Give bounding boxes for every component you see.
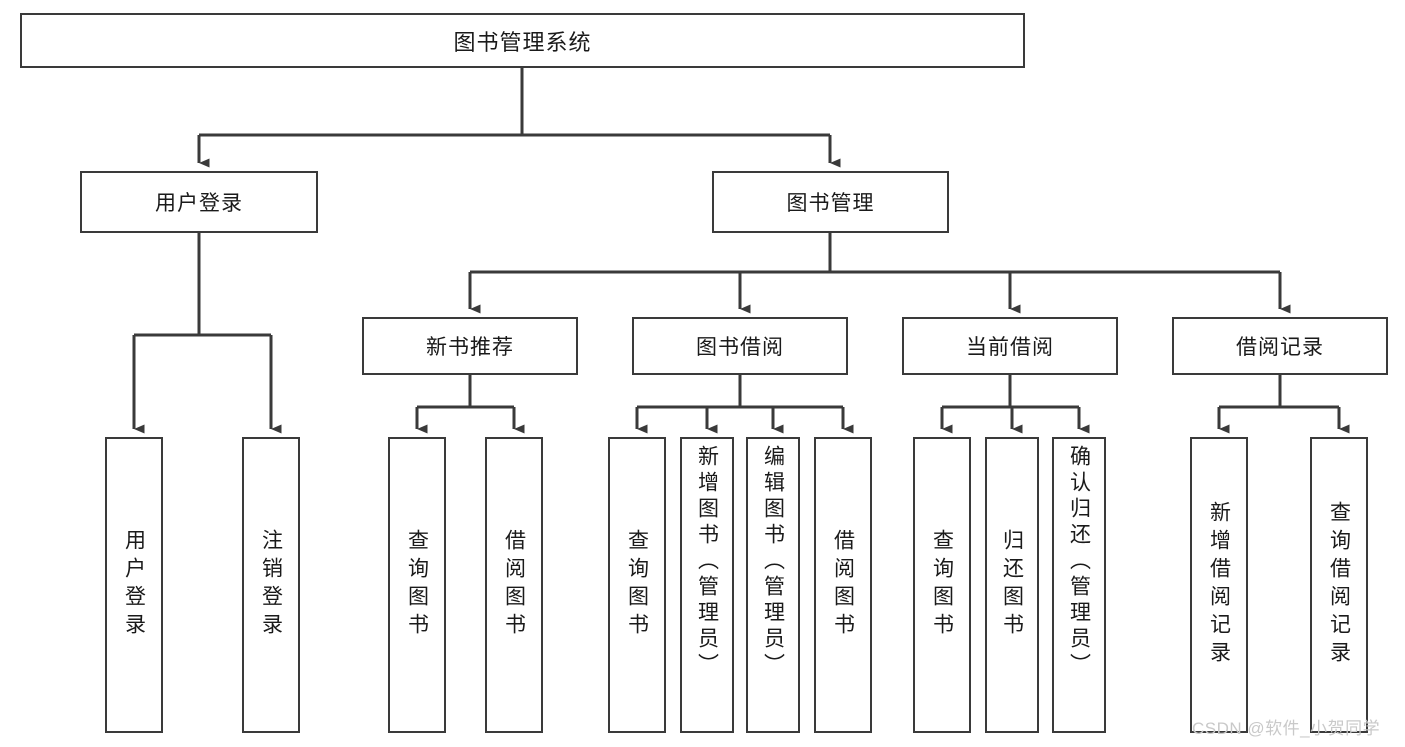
node-leaf-borrow-book-1-label: 借阅图书 bbox=[502, 529, 526, 641]
node-leaf-borrow-book-2-label: 借阅图书 bbox=[831, 529, 855, 641]
node-borrow-record-label: 借阅记录 bbox=[1236, 336, 1324, 359]
node-root-label: 图书管理系统 bbox=[453, 29, 592, 55]
node-leaf-user-login[interactable]: 用户登录 bbox=[105, 437, 163, 733]
node-current-borrow[interactable]: 当前借阅 bbox=[902, 317, 1118, 375]
node-leaf-query-book-2[interactable]: 查询图书 bbox=[608, 437, 666, 733]
node-leaf-query-book-2-label: 查询图书 bbox=[625, 529, 649, 641]
node-leaf-user-login-label: 用户登录 bbox=[122, 529, 146, 641]
node-user-login-label: 用户登录 bbox=[155, 192, 243, 215]
node-leaf-edit-book[interactable]: 编辑图书（管理员） bbox=[746, 437, 800, 733]
node-leaf-return-book-label: 归还图书 bbox=[1000, 529, 1024, 641]
node-leaf-query-book-1[interactable]: 查询图书 bbox=[388, 437, 446, 733]
node-new-book-recommend[interactable]: 新书推荐 bbox=[362, 317, 578, 375]
node-leaf-query-book-1-label: 查询图书 bbox=[405, 529, 429, 641]
node-leaf-borrow-book-1[interactable]: 借阅图书 bbox=[485, 437, 543, 733]
node-leaf-edit-book-label: 编辑图书（管理员） bbox=[761, 445, 785, 679]
node-root[interactable]: 图书管理系统 bbox=[20, 13, 1025, 68]
node-leaf-borrow-book-2[interactable]: 借阅图书 bbox=[814, 437, 872, 733]
node-leaf-add-record[interactable]: 新增借阅记录 bbox=[1190, 437, 1248, 733]
node-leaf-confirm-return-label: 确认归还（管理员） bbox=[1067, 445, 1091, 679]
node-user-login[interactable]: 用户登录 bbox=[80, 171, 318, 233]
node-leaf-query-book-3-label: 查询图书 bbox=[930, 529, 954, 641]
node-leaf-add-book[interactable]: 新增图书（管理员） bbox=[680, 437, 734, 733]
node-leaf-logout[interactable]: 注销登录 bbox=[242, 437, 300, 733]
node-borrow-record[interactable]: 借阅记录 bbox=[1172, 317, 1388, 375]
node-leaf-add-book-label: 新增图书（管理员） bbox=[695, 445, 719, 679]
node-leaf-return-book[interactable]: 归还图书 bbox=[985, 437, 1039, 733]
node-book-borrow-label: 图书借阅 bbox=[696, 336, 784, 359]
watermark-text: CSDN @软件_小贺同学 bbox=[1192, 719, 1381, 738]
node-leaf-confirm-return[interactable]: 确认归还（管理员） bbox=[1052, 437, 1106, 733]
node-book-manage[interactable]: 图书管理 bbox=[712, 171, 949, 233]
node-leaf-query-record-label: 查询借阅记录 bbox=[1327, 501, 1351, 669]
node-current-borrow-label: 当前借阅 bbox=[966, 336, 1054, 359]
node-book-borrow[interactable]: 图书借阅 bbox=[632, 317, 848, 375]
node-leaf-query-record[interactable]: 查询借阅记录 bbox=[1310, 437, 1368, 733]
node-book-manage-label: 图书管理 bbox=[786, 192, 875, 215]
node-leaf-query-book-3[interactable]: 查询图书 bbox=[913, 437, 971, 733]
node-leaf-add-record-label: 新增借阅记录 bbox=[1207, 501, 1231, 669]
node-new-book-recommend-label: 新书推荐 bbox=[426, 336, 514, 359]
node-leaf-logout-label: 注销登录 bbox=[259, 529, 283, 641]
